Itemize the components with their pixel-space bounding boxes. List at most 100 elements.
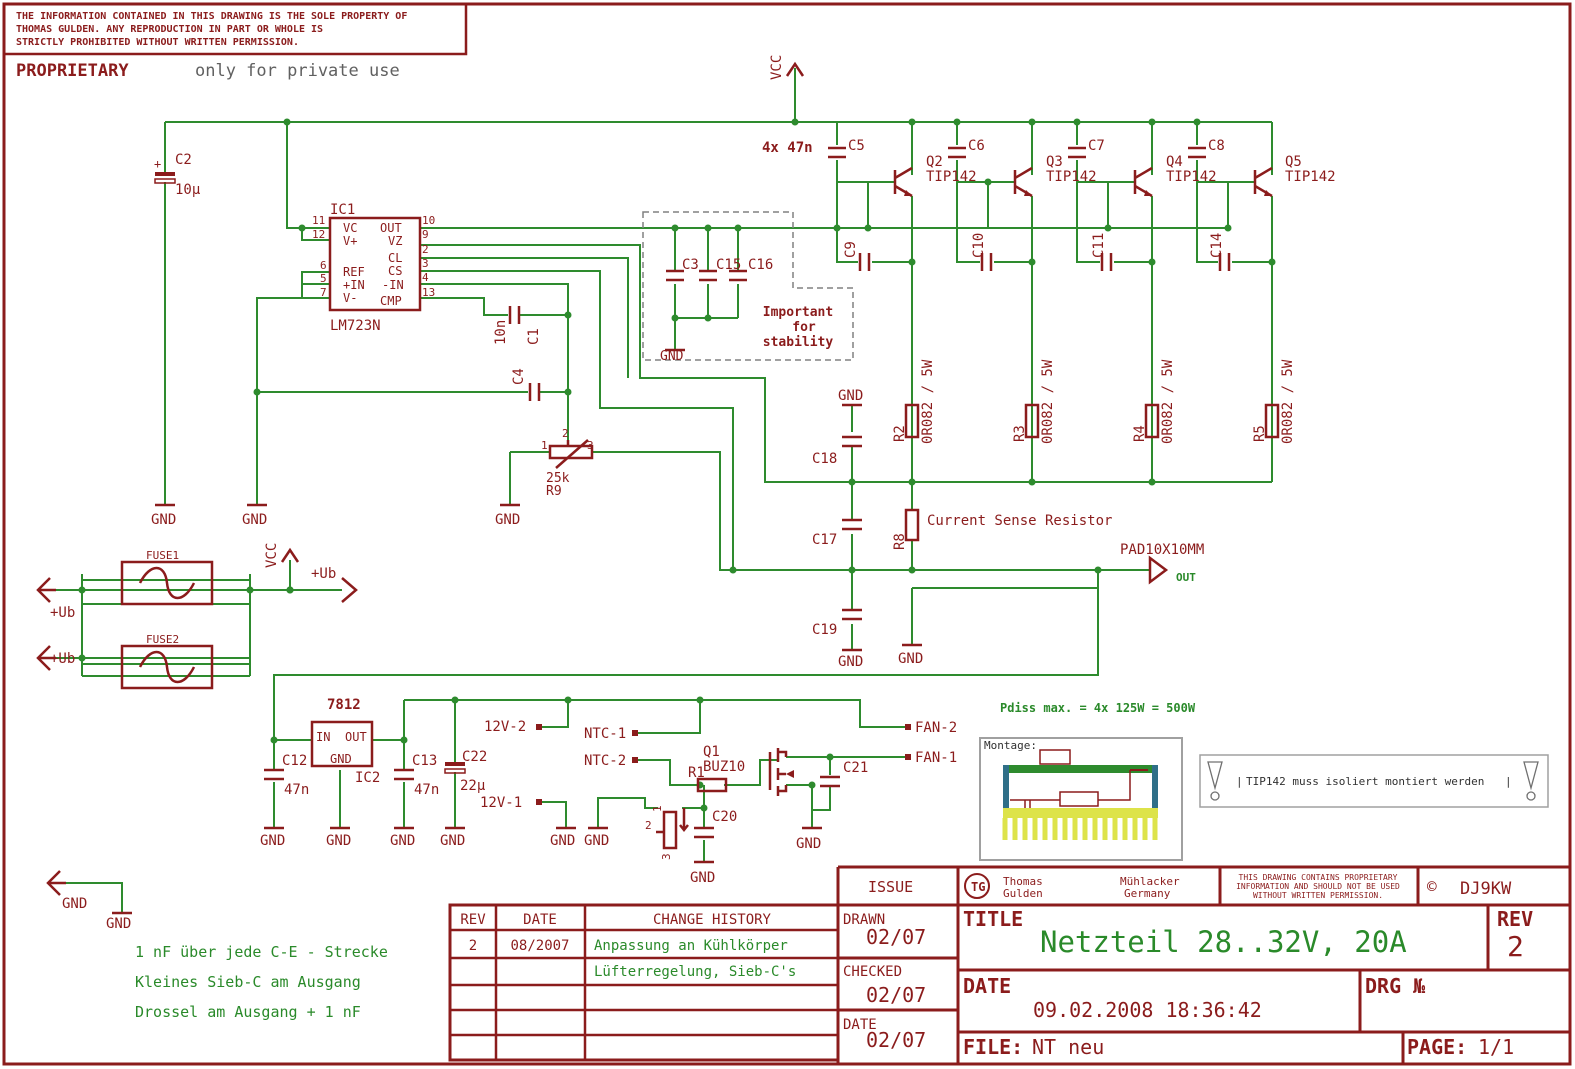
ub-connectors: +Ub +Ub +Ub <box>36 566 358 671</box>
svg-text:REV: REV <box>460 912 486 928</box>
svg-text:CL: CL <box>388 251 402 265</box>
svg-text:R5: R5 <box>1252 425 1268 442</box>
title-block: ISSUE DRAWN 02/07 CHECKED 02/07 DATE 02/… <box>836 865 1570 1064</box>
svg-text:47n: 47n <box>284 782 309 798</box>
capacitor-c17: C17 <box>812 518 862 548</box>
svg-text:Montage:: Montage: <box>984 739 1037 752</box>
svg-text:GND: GND <box>796 836 821 852</box>
svg-text:+Ub: +Ub <box>311 566 336 582</box>
svg-text:Lüfterregelung, Sieb-C's: Lüfterregelung, Sieb-C's <box>594 964 796 980</box>
pdiss-note: Pdiss max. = 4x 125W = 500W <box>1000 701 1196 715</box>
svg-text:GND: GND <box>550 833 575 849</box>
svg-text:GND: GND <box>838 388 863 404</box>
svg-text:|: | <box>1236 775 1243 788</box>
svg-text:25k: 25k <box>546 471 570 486</box>
svg-text:FAN-1: FAN-1 <box>915 750 957 766</box>
svg-text:10µ: 10µ <box>175 182 201 198</box>
svg-text:C14: C14 <box>1209 233 1225 258</box>
svg-text:OUT: OUT <box>380 221 402 235</box>
svg-text:FUSE2: FUSE2 <box>146 633 179 646</box>
svg-text:DATE: DATE <box>843 1017 877 1033</box>
gnd-legend: GND GND <box>46 870 132 932</box>
svg-text:GND: GND <box>660 349 684 364</box>
proprietary-label: PROPRIETARY <box>16 61 129 81</box>
svg-text:2: 2 <box>422 243 429 256</box>
svg-text:PAD10X10MM: PAD10X10MM <box>1120 542 1204 558</box>
svg-text:9: 9 <box>422 228 429 241</box>
svg-text:PAGE:: PAGE: <box>1407 1035 1467 1059</box>
svg-text:C15: C15 <box>716 257 741 273</box>
vcc-symbol-fuse: VCC <box>264 543 300 568</box>
svg-text:C6: C6 <box>968 138 985 154</box>
svg-text:WITHOUT WRITTEN PERMISSION.: WITHOUT WRITTEN PERMISSION. <box>1253 891 1383 900</box>
svg-text:08/2007: 08/2007 <box>510 938 569 954</box>
svg-text:V+: V+ <box>343 234 357 248</box>
svg-text:C16: C16 <box>748 257 773 273</box>
svg-text:3: 3 <box>587 439 594 452</box>
svg-text:Q1: Q1 <box>703 744 720 760</box>
svg-text:13: 13 <box>422 286 435 299</box>
svg-text:V-: V- <box>343 291 357 305</box>
svg-text:6: 6 <box>320 259 327 272</box>
capacitor-c2: + C2 10µ <box>154 152 201 198</box>
private-use-label: only for private use <box>195 61 400 81</box>
svg-text:1/1: 1/1 <box>1478 1035 1514 1059</box>
capacitor-c4: C4 <box>511 368 541 401</box>
output-pad: PAD10X10MM OUT <box>1120 542 1204 585</box>
svg-text:GND: GND <box>584 833 609 849</box>
notice-line-3: STRICTLY PROHIBITED WITHOUT WRITTEN PERM… <box>16 37 299 48</box>
transistor-q2: Q2 TIP142 <box>893 154 977 198</box>
capacitor-c9: C9 <box>843 241 871 271</box>
svg-text:TITLE: TITLE <box>963 907 1023 931</box>
svg-text:GND: GND <box>151 512 176 528</box>
svg-text:GND: GND <box>106 916 131 932</box>
svg-text:2: 2 <box>562 427 569 440</box>
fuse-1: FUSE1 <box>120 549 214 606</box>
svg-text:DRAWN: DRAWN <box>843 912 885 928</box>
svg-text:GND: GND <box>330 752 352 766</box>
svg-text:C3: C3 <box>682 257 699 273</box>
svg-text:INFORMATION AND SHOULD NOT BE: INFORMATION AND SHOULD NOT BE USED <box>1236 882 1400 891</box>
mounting-drawing: Montage: <box>979 737 1183 861</box>
svg-text:R8: R8 <box>892 533 908 550</box>
svg-text:2: 2 <box>469 938 477 954</box>
svg-text:02/07: 02/07 <box>866 925 926 949</box>
wires <box>50 68 1273 913</box>
svg-text:CMP: CMP <box>380 294 402 308</box>
svg-text:7: 7 <box>320 286 327 299</box>
gnd-c2: GND <box>151 503 176 528</box>
svg-text:VZ: VZ <box>388 234 402 248</box>
svg-text:IC2: IC2 <box>355 770 380 786</box>
svg-text:TIP142: TIP142 <box>1166 169 1217 185</box>
svg-text:FAN-2: FAN-2 <box>915 720 957 736</box>
capacitor-c6: C6 <box>948 138 985 159</box>
svg-text:4: 4 <box>422 271 429 284</box>
svg-text:C8: C8 <box>1208 138 1225 154</box>
gnd-ic1: GND <box>242 503 267 528</box>
svg-text:ISSUE: ISSUE <box>868 878 913 896</box>
svg-text:©: © <box>1427 877 1437 896</box>
svg-text:LM723N: LM723N <box>330 318 381 334</box>
svg-text:C19: C19 <box>812 622 837 638</box>
svg-text:DJ9KW: DJ9KW <box>1460 879 1512 899</box>
regulator-7812: 7812 IN OUT GND IC2 <box>310 697 380 786</box>
svg-text:GND: GND <box>495 512 520 528</box>
svg-text:R3: R3 <box>1012 425 1028 442</box>
tip142-note: | TIP142 muss isoliert montiert werden | <box>1199 754 1549 808</box>
svg-text:DATE: DATE <box>523 912 557 928</box>
svg-text:C2: C2 <box>175 152 192 168</box>
svg-text:+: + <box>154 157 161 171</box>
potentiometer-r9: 1 2 3 25k R9 <box>541 427 594 499</box>
fan-net-labels: 12V-2 NTC-1 NTC-2 12V-1 FAN-2 FAN-1 <box>480 719 957 811</box>
transistor-q3: Q3 TIP142 <box>1013 154 1097 198</box>
fuse-2: FUSE2 <box>120 633 214 690</box>
svg-text:GND: GND <box>260 833 285 849</box>
svg-text:IC1: IC1 <box>330 202 355 218</box>
svg-text:GND: GND <box>326 833 351 849</box>
